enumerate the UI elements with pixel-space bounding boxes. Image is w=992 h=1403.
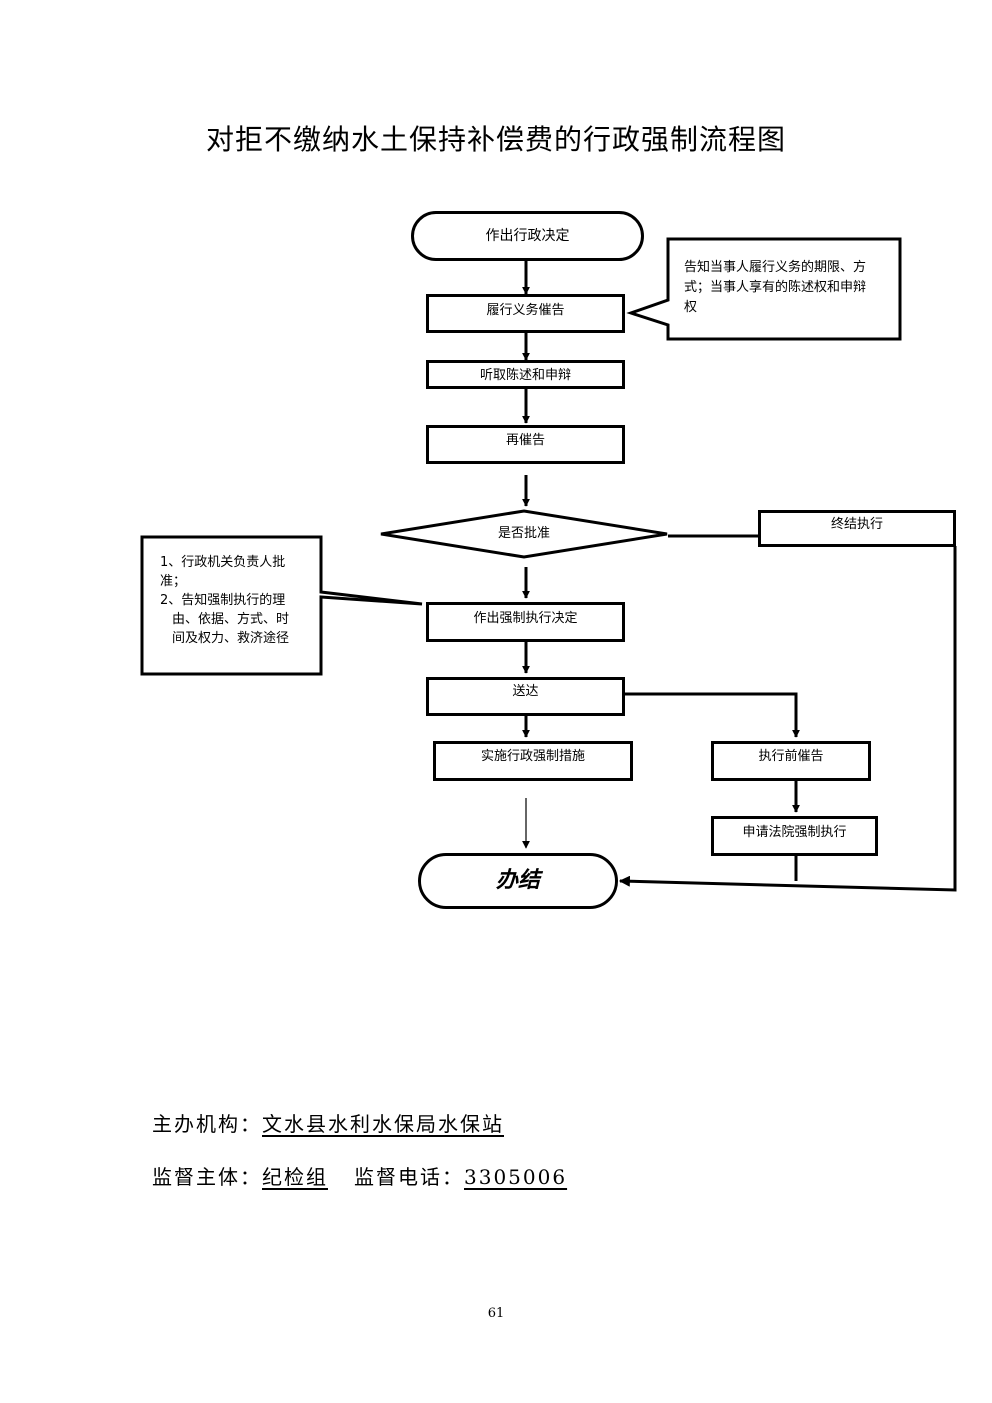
pre-notice-label: 执行前催告 [758, 749, 824, 764]
phone-label: 监督电话： [354, 1165, 464, 1189]
notice-label: 履行义务催告 [486, 303, 565, 318]
supervisor-line: 监督主体：纪检组 监督电话：3305006 [152, 1161, 567, 1190]
terminate-label: 终结执行 [830, 517, 883, 532]
start-label: 作出行政决定 [485, 228, 570, 244]
notice-note-line: 告知当事人履行义务的期限、方 [684, 260, 867, 275]
organizer-label: 主办机构： [152, 1112, 262, 1136]
decision-note-line: 1、行政机关负责人批 [160, 555, 286, 570]
supervisor-label: 监督主体： [152, 1165, 262, 1189]
decision-label: 是否批准 [497, 526, 550, 541]
end-label: 办结 [495, 868, 540, 893]
deliver-box: 送达 [426, 677, 625, 716]
decision-note-line: 准； [160, 574, 187, 589]
end-node: 办结 [418, 853, 618, 909]
terminate-box: 终结执行 [758, 510, 956, 547]
page-title: 对拒不缴纳水土保持补偿费的行政强制流程图 [205, 123, 786, 156]
implement-label: 实施行政强制措施 [480, 749, 585, 764]
notice-box: 履行义务催告 [426, 294, 625, 333]
organizer-value: 文水县水利水保局水保站 [262, 1112, 504, 1136]
notice-note: 告知当事人履行义务的期限、方 式；当事人享有的陈述权和申辩 权 [684, 258, 889, 318]
decision-note-line: 2、告知强制执行的理 [160, 593, 286, 608]
enforce-decision-label: 作出强制执行决定 [473, 611, 578, 626]
notice-note-line: 式；当事人享有的陈述权和申辩 [684, 280, 867, 295]
start-node: 作出行政决定 [411, 211, 644, 261]
supervisor-value: 纪检组 [262, 1165, 328, 1189]
renotice-box: 再催告 [426, 425, 625, 464]
decision-note-line: 由、依据、方式、时 [172, 612, 290, 627]
line-deliver-to-prenotice [625, 692, 800, 738]
court-box: 申请法院强制执行 [711, 816, 878, 856]
renotice-label: 再催告 [505, 433, 545, 448]
implement-box: 实施行政强制措施 [433, 741, 633, 781]
enforce-decision-box: 作出强制执行决定 [426, 602, 625, 642]
phone-value: 3305006 [464, 1165, 568, 1189]
decision-note-line: 间及权力、救济途径 [172, 631, 290, 646]
decision-note: 1、行政机关负责人批 准； 2、告知强制执行的理 由、依据、方式、时 间及权力、… [160, 553, 318, 648]
court-label: 申请法院强制执行 [742, 825, 847, 840]
page-number: 61 [487, 1306, 505, 1321]
deliver-label: 送达 [512, 684, 539, 699]
hearing-box: 听取陈述和申辩 [426, 360, 625, 389]
flow-connectors [140, 237, 957, 892]
decision-diamond [380, 509, 668, 559]
line-terminate-to-end [618, 546, 957, 892]
hearing-label: 听取陈述和申辩 [479, 368, 571, 383]
notice-callout-shape [626, 237, 902, 341]
decision-callout-shape [140, 535, 423, 676]
organizer-line: 主办机构：文水县水利水保局水保站 [152, 1108, 504, 1137]
pre-notice-box: 执行前催告 [711, 741, 871, 781]
notice-note-line: 权 [684, 300, 698, 315]
